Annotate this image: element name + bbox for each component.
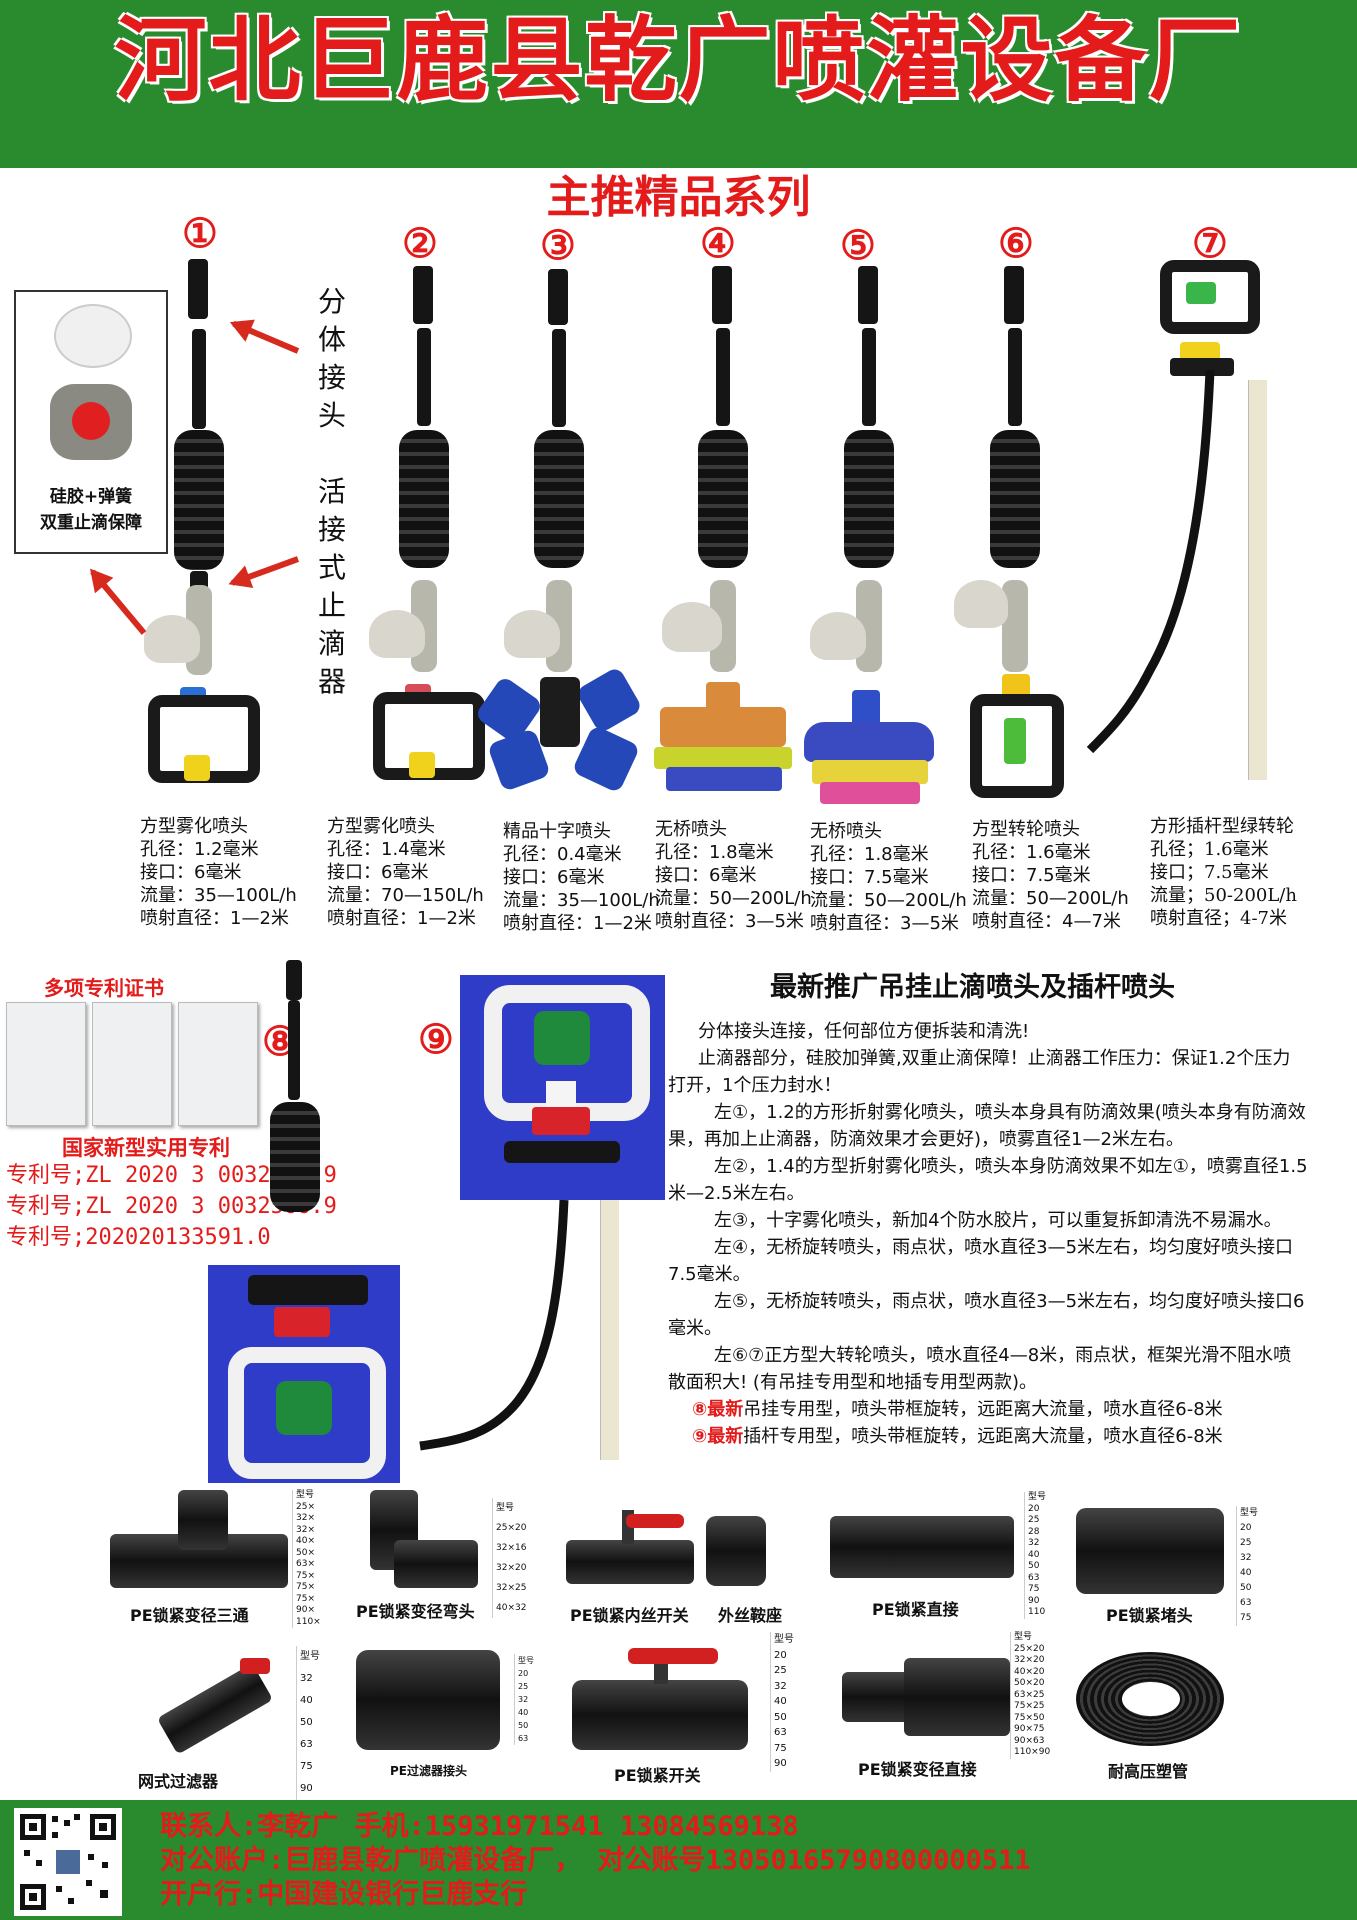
nozzle-5-number: ⑤ (840, 222, 876, 269)
mesh-filter-label: 网式过滤器 (138, 1772, 219, 1791)
nozzle-4-number: ④ (700, 220, 736, 267)
nozzle-1-number: ① (182, 210, 218, 257)
arrow-icon (90, 569, 147, 635)
nozzle-7-number: ⑦ (1192, 220, 1228, 267)
nozzle-2-image (365, 262, 495, 812)
fitting-saddle (700, 1510, 780, 1594)
reducing-straight-label: PE锁紧变径直接 (858, 1760, 977, 1779)
nozzle-5-image (800, 262, 940, 812)
fitting-end-cap (1076, 1504, 1226, 1600)
silicone-spring-box: 硅胶+弹簧 双重止滴保障 (14, 290, 168, 554)
footer-bar (0, 1800, 1357, 1920)
qr-code-icon (14, 1808, 122, 1916)
hp-pipe-label: 耐高压塑管 (1108, 1762, 1189, 1781)
fitting-inner-thread-valve (566, 1510, 696, 1594)
split-joint-label: 分体接头 (317, 285, 346, 432)
nozzle-6-number: ⑥ (998, 220, 1034, 267)
lock-valve-label: PE锁紧开关 (614, 1766, 701, 1785)
nozzle-6-image (950, 262, 1080, 812)
fitting-tee (110, 1490, 290, 1620)
silicone-text-1: 硅胶+弹簧 (49, 487, 133, 507)
series-title: 主推精品系列 (546, 172, 811, 223)
filter-joint-label: PE过滤器接头 (390, 1764, 467, 1778)
nozzle-2-number: ② (402, 220, 438, 267)
nozzle-9-photo (460, 975, 665, 1200)
straight-label: PE锁紧直接 (872, 1600, 959, 1619)
promo-title: 最新推广吊挂止滴喷头及插杆喷头 (770, 972, 1175, 1003)
promo-description: 分体接头连接，任何部位方便拆装和清洗! 止滴器部分，硅胶加弹簧,双重止滴保障！止… (668, 1021, 1308, 1447)
header-banner (0, 0, 1357, 168)
nozzle-1-image (140, 255, 270, 815)
patent-subtitle: 国家新型实用专利 (62, 1136, 230, 1160)
fitting-hp-pipe-coil (1072, 1644, 1232, 1754)
fitting-straight (830, 1510, 1016, 1586)
nozzle-9-hose (400, 1200, 640, 1470)
footer-contact: 联系人:李乾广 手机:15931971541 13084569138 (160, 1811, 799, 1842)
stop-valve-label: 活接式止滴器 (317, 475, 346, 698)
tee-label: PE锁紧变径三通 (130, 1606, 249, 1625)
patent-title: 多项专利证书 (44, 976, 164, 1000)
elbow-label: PE锁紧变径弯头 (356, 1602, 475, 1621)
fitting-lock-valve (572, 1640, 752, 1760)
inner-thread-valve-label: PE锁紧内丝开关 (570, 1606, 689, 1625)
patent-certificates (6, 1002, 258, 1128)
fitting-mesh-filter (150, 1648, 280, 1768)
company-title: 河北巨鹿县乾广喷灌设备厂 (114, 7, 1243, 114)
nozzle-8-photo (208, 1265, 400, 1483)
silicone-text-2: 双重止滴保障 (40, 513, 142, 533)
nozzle-8-image (200, 960, 400, 1480)
nozzle-9-number: ⑨ (418, 1016, 454, 1063)
nozzle-3-image (474, 265, 650, 805)
footer-account: 对公账户:巨鹿县乾广喷灌设备厂， 对公账号1305016579080000051… (160, 1845, 1031, 1876)
nozzle-4-image (650, 262, 800, 812)
fitting-reducing-straight (842, 1652, 1012, 1742)
footer-bank: 开户行:中国建设银行巨鹿支行 (160, 1879, 528, 1910)
nozzle-7-image (1040, 250, 1267, 800)
end-cap-label: PE锁紧堵头 (1106, 1606, 1193, 1625)
nozzle-3-number: ③ (540, 222, 576, 269)
fitting-filter-joint (356, 1640, 502, 1760)
saddle-label: 外丝鞍座 (718, 1606, 783, 1625)
fitting-elbow (370, 1490, 480, 1600)
